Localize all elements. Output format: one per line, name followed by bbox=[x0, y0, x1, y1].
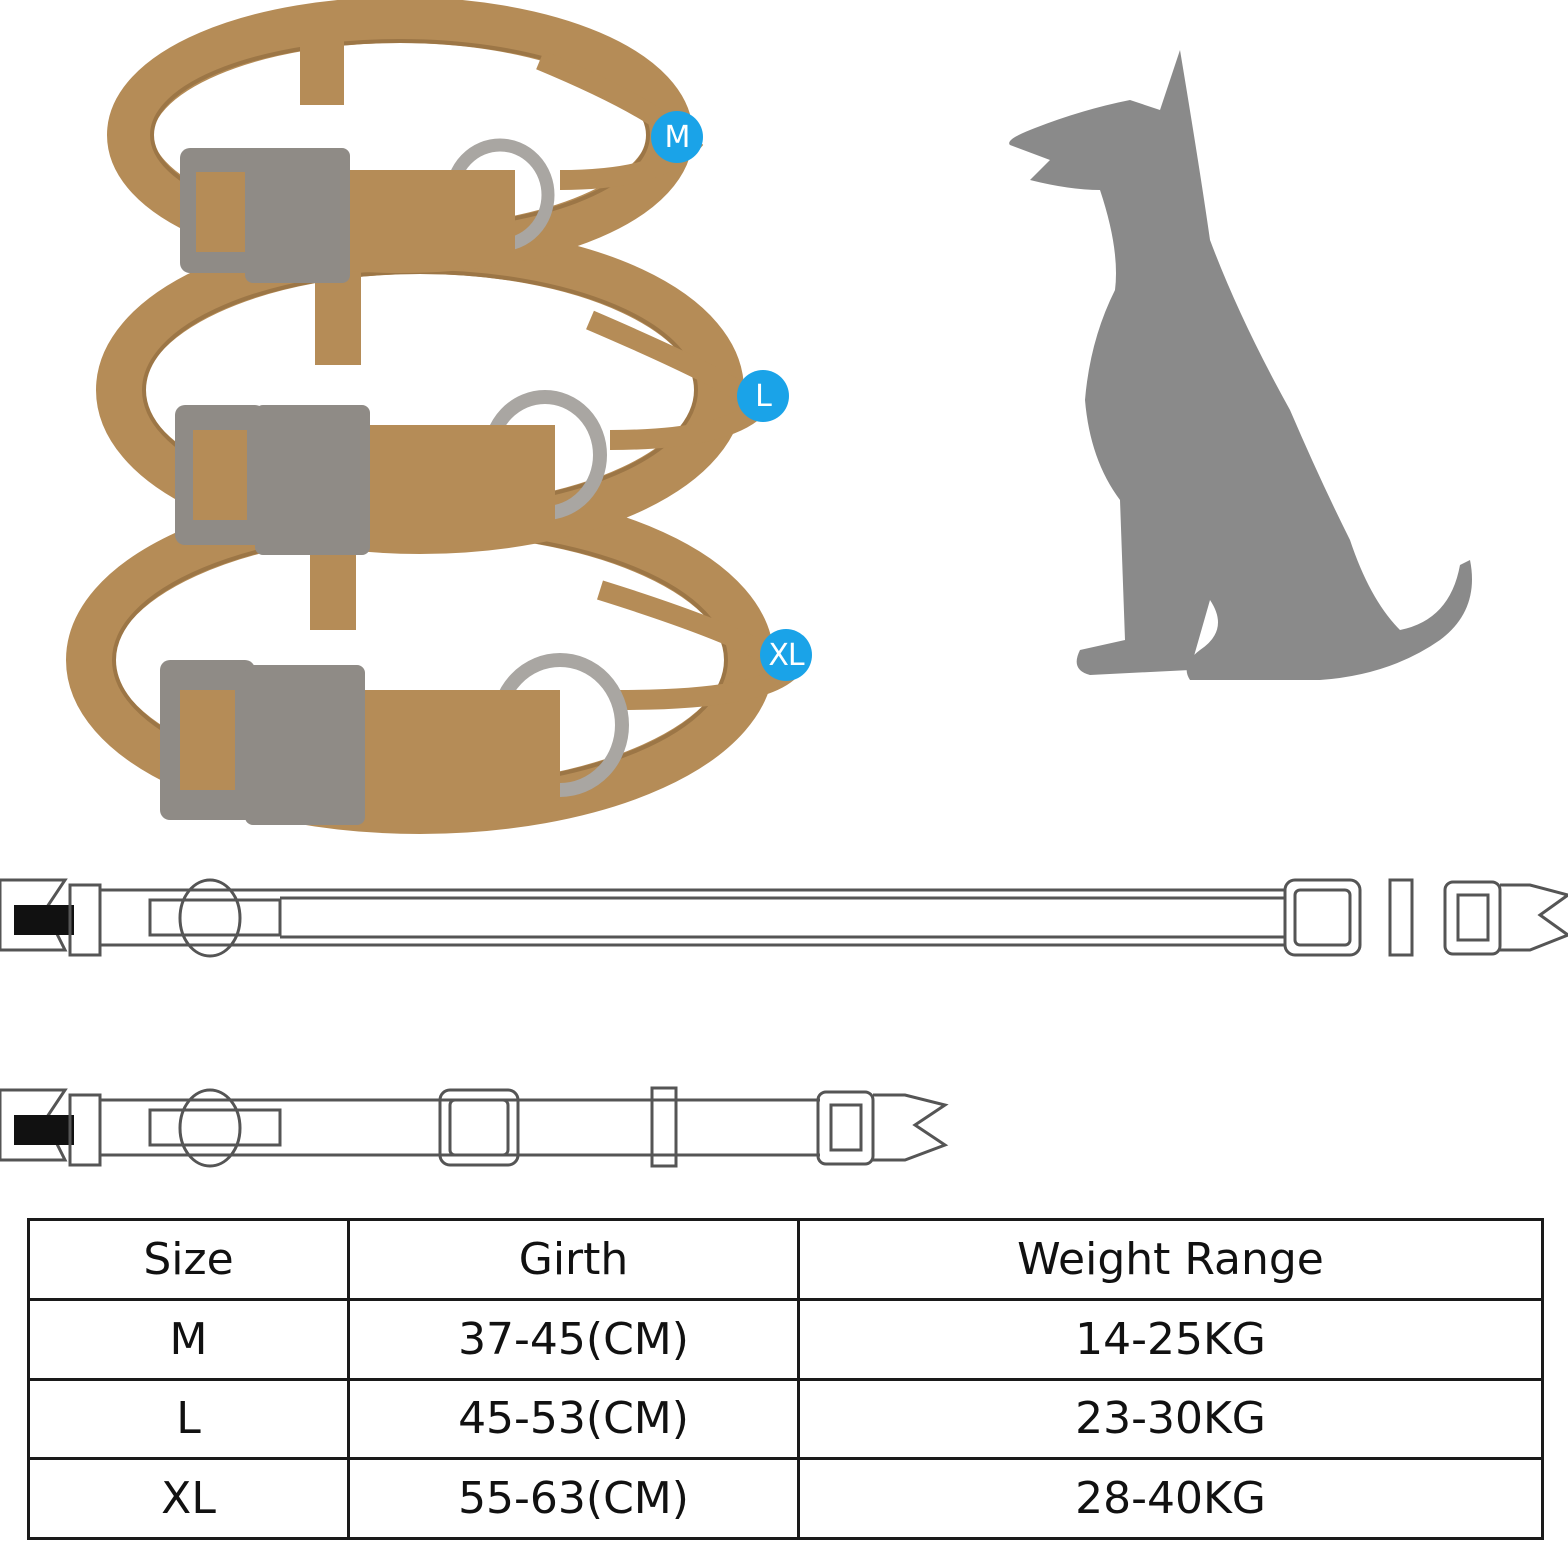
cell-weight: 28-40KG bbox=[797, 1457, 1544, 1540]
cell-girth: 45-53(CM) bbox=[347, 1377, 800, 1461]
table-header-row: Size Girth Weight Range bbox=[27, 1218, 1544, 1301]
cell-size: L bbox=[27, 1377, 350, 1461]
size-badge-xl: XL bbox=[760, 629, 812, 681]
table-row: XL 55-63(CM) 28-40KG bbox=[27, 1457, 1544, 1540]
dog-silhouette bbox=[1009, 50, 1472, 680]
size-badge-m: M bbox=[651, 111, 703, 163]
collar-l bbox=[96, 226, 775, 555]
collar-m bbox=[107, 0, 704, 283]
table-row: L 45-53(CM) 23-30KG bbox=[27, 1377, 1544, 1461]
header-size: Size bbox=[27, 1218, 350, 1301]
cell-weight: 14-25KG bbox=[797, 1297, 1544, 1381]
collar-xl bbox=[66, 486, 805, 834]
cell-size: XL bbox=[27, 1457, 350, 1540]
cell-girth: 37-45(CM) bbox=[347, 1297, 800, 1381]
header-weight-range: Weight Range bbox=[797, 1218, 1544, 1301]
size-chart-table: Size Girth Weight Range M 37-45(CM) 14-2… bbox=[27, 1218, 1544, 1540]
table-row: M 37-45(CM) 14-25KG bbox=[27, 1297, 1544, 1381]
cell-weight: 23-30KG bbox=[797, 1377, 1544, 1461]
header-girth: Girth bbox=[347, 1218, 800, 1301]
collar-diagram-extended bbox=[0, 878, 1568, 958]
collar-images bbox=[66, 0, 805, 834]
cell-size: M bbox=[27, 1297, 350, 1381]
collar-diagram-compact bbox=[0, 1086, 949, 1168]
cell-girth: 55-63(CM) bbox=[347, 1457, 800, 1540]
size-badge-l: L bbox=[737, 370, 789, 422]
